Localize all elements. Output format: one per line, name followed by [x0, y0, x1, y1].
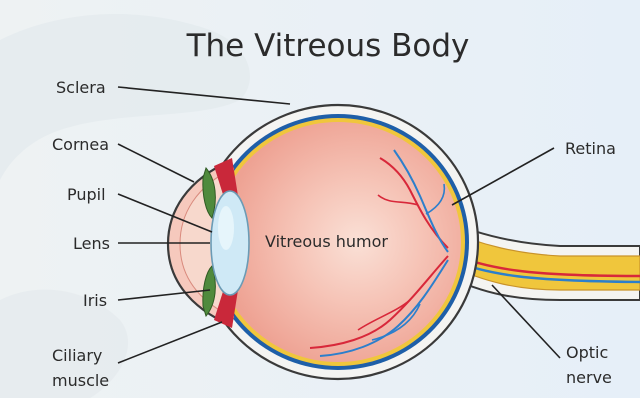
label-optic-line2: nerve — [566, 368, 612, 387]
label-ciliary-line2: muscle — [52, 371, 109, 390]
lens-highlight — [218, 206, 234, 250]
label-iris: Iris — [83, 291, 107, 310]
diagram-title: The Vitreous Body — [186, 28, 470, 64]
label-pupil: Pupil — [67, 185, 106, 204]
label-ciliary-line1: Ciliary — [52, 346, 102, 365]
label-optic-line1: Optic — [566, 343, 608, 362]
label-lens: Lens — [73, 234, 110, 253]
label-cornea: Cornea — [52, 135, 109, 154]
label-vitreous-humor: Vitreous humor — [265, 232, 388, 251]
label-sclera: Sclera — [56, 78, 106, 97]
label-retina: Retina — [565, 139, 616, 158]
